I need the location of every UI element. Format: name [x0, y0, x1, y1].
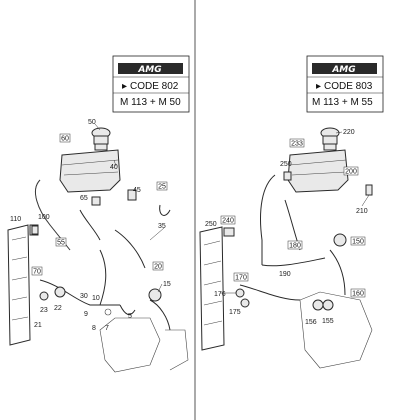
right-engine-text: M 113 + M 55	[312, 97, 373, 108]
right-callout-220: 220	[343, 129, 355, 136]
left-fitting-110	[31, 225, 39, 235]
right-callout-250b: 250	[205, 221, 217, 228]
left-clamp-22	[54, 286, 66, 298]
left-hose-35	[114, 229, 146, 269]
right-hose-150	[329, 249, 346, 296]
svg-text:150: 150	[352, 239, 364, 246]
left-callout-35: 35	[158, 223, 166, 230]
svg-text:70: 70	[33, 269, 41, 276]
left-callout-100: 100	[38, 214, 50, 221]
right-box-160: 160	[350, 288, 366, 298]
svg-text:20: 20	[154, 264, 162, 271]
right-fitting-250	[283, 171, 292, 181]
right-clamp-156	[312, 299, 324, 311]
left-callout-21: 21	[34, 322, 42, 329]
left-callout-5: 5	[128, 313, 132, 320]
left-code-text: CODE 802	[130, 81, 179, 92]
left-engine-text: M 113 + M 50	[120, 97, 181, 108]
right-clamp-160	[333, 233, 347, 247]
right-box-240: 240	[220, 215, 236, 225]
right-code-label: ▸	[316, 81, 321, 92]
left-bracket-25	[159, 204, 171, 216]
left-hose-100	[79, 209, 101, 241]
right-header-box: AMG ▸ CODE 803 M 113 + M 55	[306, 55, 384, 113]
left-box-20: 20	[152, 261, 164, 271]
right-box-200: 200	[343, 166, 359, 176]
right-lower-hose	[239, 284, 301, 301]
left-callout-10: 10	[92, 295, 100, 302]
right-callout-156: 156	[305, 319, 317, 326]
svg-text:25: 25	[158, 184, 166, 191]
svg-text:180: 180	[289, 243, 301, 250]
right-expansion-tank	[287, 127, 349, 193]
left-amg-logo-text: AMG	[137, 65, 161, 75]
svg-text:233: 233	[291, 141, 303, 148]
right-box-150a: 150	[350, 236, 366, 246]
left-clamp-23	[39, 291, 49, 301]
left-callout-110: 110	[10, 216, 21, 223]
right-radiator	[199, 226, 225, 351]
svg-text:240: 240	[222, 218, 234, 225]
right-callout-210: 210	[356, 208, 368, 215]
left-hose-30	[99, 249, 107, 306]
left-callout-23: 23	[40, 307, 48, 314]
left-clamp-5	[119, 304, 136, 316]
left-code-label: ▸	[122, 81, 127, 92]
right-clamp-176	[235, 288, 245, 298]
right-callout-190: 190	[279, 271, 291, 278]
right-box-170: 170	[233, 272, 249, 282]
right-panel: AMG ▸ CODE 803 M 113 + M 55	[199, 55, 384, 369]
right-hose-180	[261, 257, 326, 267]
right-fitting-210	[365, 184, 373, 196]
left-callout-45: 45	[133, 187, 141, 194]
right-callout-250a: 250	[280, 161, 292, 168]
left-callout-65: 65	[80, 195, 88, 202]
svg-text:170: 170	[235, 275, 247, 282]
left-lower-hose	[39, 279, 120, 306]
left-ring-7	[104, 308, 112, 316]
left-header-box: AMG ▸ CODE 802 M 113 + M 50	[112, 55, 190, 113]
left-callout-50: 50	[88, 119, 96, 126]
left-callout-22: 22	[54, 305, 62, 312]
svg-text:160: 160	[352, 291, 364, 298]
svg-text:200: 200	[345, 169, 357, 176]
left-callout-40: 40	[110, 164, 118, 171]
right-engine-block	[299, 291, 373, 369]
left-clamp-15	[148, 288, 162, 302]
right-upper-hose	[260, 174, 276, 265]
svg-text:60: 60	[61, 136, 69, 143]
right-code-text: CODE 803	[324, 81, 373, 92]
left-box-60: 60	[59, 133, 71, 143]
right-clamp-175	[240, 298, 250, 308]
right-amg-logo	[312, 63, 377, 74]
left-callout-9: 9	[84, 311, 88, 318]
right-callout-175: 175	[229, 309, 241, 316]
left-engine-block	[99, 317, 161, 373]
right-callout-155: 155	[322, 318, 334, 325]
left-box-25: 25	[156, 181, 168, 191]
left-amg-logo	[118, 63, 183, 74]
left-fitting-45	[127, 189, 137, 201]
left-callout-7: 7	[105, 325, 109, 332]
left-box-70: 70	[31, 266, 43, 276]
left-callout-8: 8	[92, 325, 96, 332]
right-fitting-240	[223, 227, 235, 237]
left-box-55: 55	[55, 237, 67, 247]
svg-text:55: 55	[57, 240, 65, 247]
right-amg-logo-text: AMG	[331, 65, 355, 75]
right-box-233: 233	[289, 138, 305, 148]
left-panel: AMG ▸ CODE 802 M 113 + M 50	[7, 55, 190, 373]
right-box-180: 180	[287, 240, 303, 250]
right-callout-176: 176	[214, 291, 226, 298]
right-clamp-155	[322, 299, 334, 311]
left-callout-15: 15	[163, 281, 171, 288]
left-callout-30: 30	[80, 293, 88, 300]
left-expansion-tank	[59, 127, 121, 193]
left-fitting-65	[91, 196, 101, 206]
